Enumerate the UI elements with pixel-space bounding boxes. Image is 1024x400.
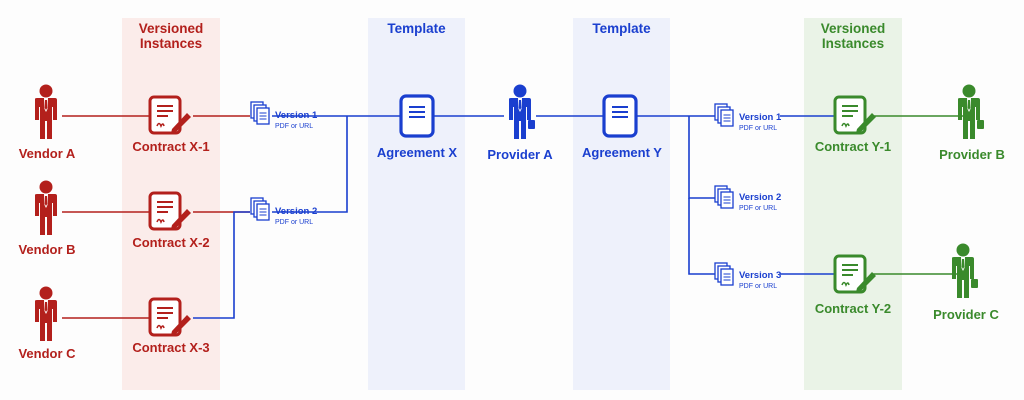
version-icons <box>250 101 734 286</box>
version-y1-title: Version 1 <box>739 112 782 123</box>
version-x2-label: Version 2 PDF or URL <box>275 207 317 228</box>
band-title-template-x: Template <box>387 21 446 36</box>
contract-x1-label: Contract X-1 <box>132 139 210 154</box>
version-y2-title: Version 2 <box>739 192 782 203</box>
agreement-x-label: Agreement X <box>376 145 458 160</box>
version-x1-title: Version 1 <box>275 110 318 121</box>
version-x1-label: Version 1 PDF or URL <box>275 111 317 132</box>
band-title-left: Versioned Instances <box>138 21 204 51</box>
contract-x2-label: Contract X-2 <box>132 235 210 250</box>
red-connectors <box>62 115 250 319</box>
agreement-y-label: Agreement Y <box>582 145 662 160</box>
connector-version2-agreement-x <box>272 116 348 213</box>
provider-a-briefcase-icon <box>528 120 535 129</box>
contracts-y-icons <box>833 95 876 294</box>
provider-b-label: Provider B <box>939 147 1005 162</box>
contract-y1-label: Contract Y-1 <box>814 139 892 154</box>
contracts-x-icons <box>148 95 191 337</box>
version-y2-label: Version 2 PDF or URL <box>739 193 781 214</box>
agreement-y-icon <box>602 94 638 138</box>
provider-b-briefcase-icon <box>977 120 984 129</box>
blue-connectors <box>193 115 835 319</box>
provider-a-person-icon <box>509 84 531 139</box>
contract-y1-icon <box>833 95 876 135</box>
version-x1-sub: PDF or URL <box>275 123 314 130</box>
version-y3-sub: PDF or URL <box>739 283 778 290</box>
vendor-c-label: Vendor C <box>18 346 76 361</box>
band-versioned-instances-y <box>804 18 902 390</box>
agreement-icons <box>399 94 638 138</box>
version-x1-docs-icon <box>250 101 270 125</box>
vendor-a-person-icon <box>35 84 57 139</box>
provider-b-person-icon <box>958 84 980 139</box>
band-title-right: Versioned Instances <box>820 21 886 51</box>
version-y1-label: Version 1 PDF or URL <box>739 113 781 134</box>
connector-contract-x3-version2 <box>193 211 250 319</box>
contract-x2-icon <box>148 191 191 231</box>
green-connectors <box>873 115 965 275</box>
version-y1-docs-icon <box>714 103 734 127</box>
version-y1-sub: PDF or URL <box>739 125 778 132</box>
version-y3-docs-icon <box>714 262 734 286</box>
version-y2-docs-icon <box>714 185 734 209</box>
provider-c-label: Provider C <box>933 307 999 322</box>
band-template-x <box>368 18 465 390</box>
contract-x3-icon <box>148 297 191 337</box>
provider-c-briefcase-icon <box>971 279 978 288</box>
version-x2-title: Version 2 <box>275 206 318 217</box>
vendor-c-person-icon <box>35 286 57 341</box>
version-x2-docs-icon <box>250 197 270 221</box>
vendor-persons <box>35 84 57 341</box>
version-y3-label: Version 3 PDF or URL <box>739 271 781 292</box>
provider-a-group <box>509 84 535 139</box>
version-y2-sub: PDF or URL <box>739 205 778 212</box>
provider-c-person-icon <box>952 243 974 298</box>
vendor-b-label: Vendor B <box>18 242 76 257</box>
connector-agreement-y-version2 <box>688 116 716 199</box>
green-providers <box>952 84 984 298</box>
contract-x1-icon <box>148 95 191 135</box>
provider-a-label: Provider A <box>487 147 553 162</box>
contract-x3-label: Contract X-3 <box>132 340 210 355</box>
band-title-template-y: Template <box>592 21 651 36</box>
agreement-x-icon <box>399 94 435 138</box>
connector-agreement-y-version3 <box>688 198 716 275</box>
vendor-a-label: Vendor A <box>18 146 76 161</box>
band-template-y <box>573 18 670 390</box>
contract-y2-label: Contract Y-2 <box>814 301 892 316</box>
vendor-b-person-icon <box>35 180 57 235</box>
contract-y2-icon <box>833 254 876 294</box>
version-y3-title: Version 3 <box>739 270 782 281</box>
version-x2-sub: PDF or URL <box>275 219 314 226</box>
